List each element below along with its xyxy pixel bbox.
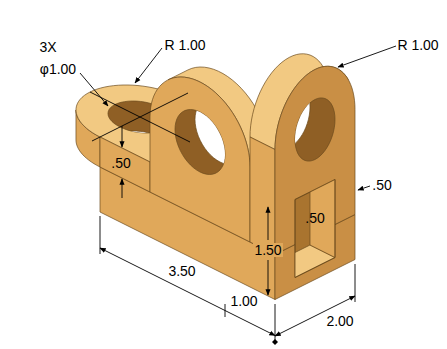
radius-dimension: R 1.00 [396, 38, 439, 52]
lug-front [100, 137, 150, 192]
dimension-tick [225, 304, 226, 317]
width-dimension: 2.00 [325, 314, 354, 328]
height-dimension: 1.50 [253, 243, 282, 257]
length-dimension [100, 248, 275, 336]
slot-dimension: .50 [304, 211, 325, 225]
radius-leader [135, 48, 162, 83]
end-plate-front [250, 137, 275, 255]
width-dimension [275, 296, 355, 336]
thickness-arrow [122, 179, 123, 198]
offset-dimension: 1.00 [229, 294, 258, 308]
center-line [90, 92, 190, 142]
height-arrow [268, 207, 269, 240]
length-dimension: 3.50 [167, 264, 196, 278]
quantity-note: 3X [38, 40, 57, 54]
hole-through [195, 100, 245, 165]
height-arrow [268, 260, 269, 295]
thickness-arrow [122, 126, 123, 147]
upright-front [150, 77, 250, 242]
corner-mark [272, 339, 278, 345]
bracket-part [76, 54, 355, 300]
slot-outline [295, 180, 335, 278]
thickness-leader [358, 186, 370, 190]
radius-dimension: R 1.00 [163, 38, 206, 52]
thickness-dimension: .50 [371, 178, 392, 192]
dimension-lines [80, 46, 396, 345]
center-line [92, 93, 188, 141]
hole-leader [80, 73, 108, 106]
diameter-dimension: φ1.00 [39, 62, 77, 76]
thickness-dimension: .50 [110, 156, 131, 170]
hole-through [270, 85, 310, 148]
radius-leader [338, 46, 396, 67]
